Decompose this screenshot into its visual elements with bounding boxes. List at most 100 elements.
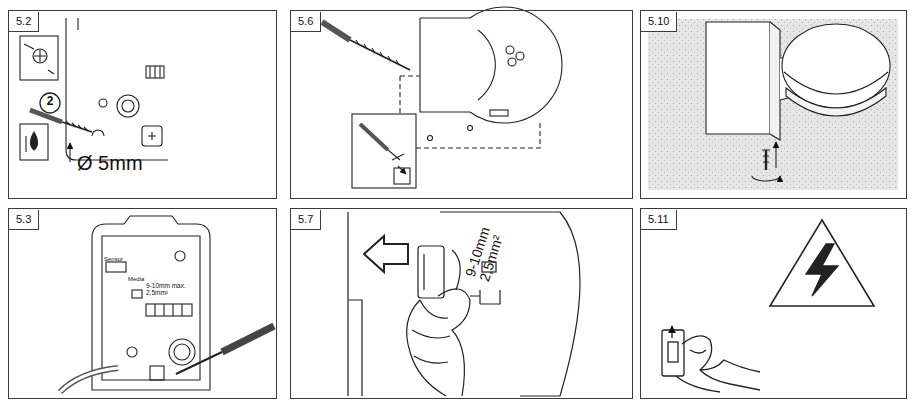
step-5-2-art (33, 49, 47, 63)
step-5-10-art (762, 150, 770, 162)
step-5-2-art (20, 18, 168, 162)
step-5-2-art (25, 136, 26, 152)
step-number: 5.2 (9, 12, 39, 32)
step-5-6-art (516, 52, 524, 60)
step-5-6-art (508, 58, 516, 66)
step-5-2-art (20, 36, 58, 80)
step-5-2-art (92, 130, 104, 136)
step-panel: 5.7 (290, 208, 633, 399)
step-5-11-art (662, 330, 684, 376)
step-5-2-art (34, 50, 46, 62)
step-5-3-art (169, 339, 195, 365)
step-5-3-art (60, 368, 118, 392)
step-5-3-art (102, 236, 200, 380)
step-5-2-art (66, 18, 168, 160)
step-5-6-art (428, 136, 433, 141)
step-5-6-art (400, 76, 540, 148)
step-5-7-art (412, 330, 450, 338)
step-5-2-art (62, 122, 92, 132)
step-number: 5.11 (641, 210, 677, 230)
step-5-10-art (782, 24, 890, 108)
step-5-10-art (648, 19, 898, 190)
step-5-10-art (765, 150, 767, 170)
step-panel: 5.6 (290, 10, 633, 199)
step-5-3-art (106, 262, 126, 272)
step-5-10-art (770, 22, 780, 140)
step-number: 5.3 (9, 210, 39, 230)
step-5-2-art (150, 66, 160, 78)
step-5-3-art (127, 347, 137, 357)
step-5-3-art (155, 304, 182, 316)
step-5-10-art (775, 142, 776, 168)
step-5-7-art (348, 212, 580, 396)
step-5-6-art (356, 40, 399, 65)
step-5-7-art (407, 300, 446, 396)
step-5-7-art (418, 246, 444, 298)
step-5-3-art (146, 304, 192, 316)
callout-number: 2 (40, 95, 60, 108)
step-5-3-art (222, 326, 274, 352)
step-panel: 5.10 (640, 10, 907, 199)
dimension-label: Ø 5mm (77, 152, 167, 174)
step-number: 5.7 (291, 210, 321, 230)
terminal-label: 9-10mm max. 2,5mm² (146, 282, 190, 296)
step-5-6-art (490, 110, 508, 116)
step-5-7-art (480, 290, 500, 304)
step-5-11-art (770, 220, 874, 306)
step-5-2-art (24, 44, 54, 74)
step-5-2-art (146, 66, 164, 78)
step-5-7-art (347, 212, 348, 396)
terminal-label: Media (128, 276, 158, 283)
step-5-2-art (20, 124, 48, 160)
step-5-10-art (752, 176, 780, 181)
step-5-7-art (348, 300, 362, 396)
step-number: 5.6 (291, 12, 321, 32)
step-panel: 5.11 (640, 208, 907, 399)
step-5-10-art (786, 88, 886, 116)
step-5-6-art (322, 7, 562, 188)
step-5-2-art (99, 99, 107, 107)
step-5-11-art (690, 350, 706, 353)
step-5-7-art (470, 290, 480, 304)
callout-circle (40, 93, 60, 113)
step-5-3-art (176, 352, 222, 374)
step-5-3-art (60, 368, 118, 392)
step-5-6-art (478, 30, 495, 100)
step-5-6-art (468, 126, 473, 131)
step-5-11-art (676, 376, 720, 392)
step-5-3-art (132, 290, 142, 298)
terminal-label: Sensor (104, 256, 134, 263)
step-number: 5.10 (641, 12, 677, 32)
step-panel: 5.3 (8, 208, 277, 399)
step-5-6-art (360, 124, 388, 150)
step-5-6-art (322, 22, 350, 40)
step-5-11-art (668, 342, 678, 362)
terminal-label: 9-10mm 2,5mm² (463, 215, 511, 283)
step-5-2-art (122, 100, 134, 112)
step-5-2-art (31, 132, 38, 150)
step-5-7-art (438, 289, 470, 396)
step-5-3-art (150, 366, 164, 380)
step-5-6-art (394, 168, 410, 184)
step-5-10-art (784, 72, 888, 94)
step-5-6-art (470, 7, 562, 123)
step-5-2-art (117, 95, 139, 117)
step-5-11-art (806, 244, 838, 296)
step-5-11-art (671, 326, 672, 338)
step-5-2-art (66, 121, 88, 131)
step-5-7-art (414, 356, 448, 363)
step-5-11-art (682, 336, 760, 390)
step-5-2-art (148, 132, 156, 140)
step-5-11-art (700, 360, 760, 372)
step-5-3-art (175, 251, 185, 261)
step-5-6-art (350, 40, 410, 70)
step-5-7-art (423, 254, 424, 290)
step-5-2-art (142, 126, 162, 146)
step-5-3-art (60, 216, 274, 392)
step-5-3-art (174, 344, 190, 360)
step-5-6-art (506, 46, 514, 54)
step-5-7-art (420, 300, 448, 318)
step-5-6-art (420, 18, 470, 112)
